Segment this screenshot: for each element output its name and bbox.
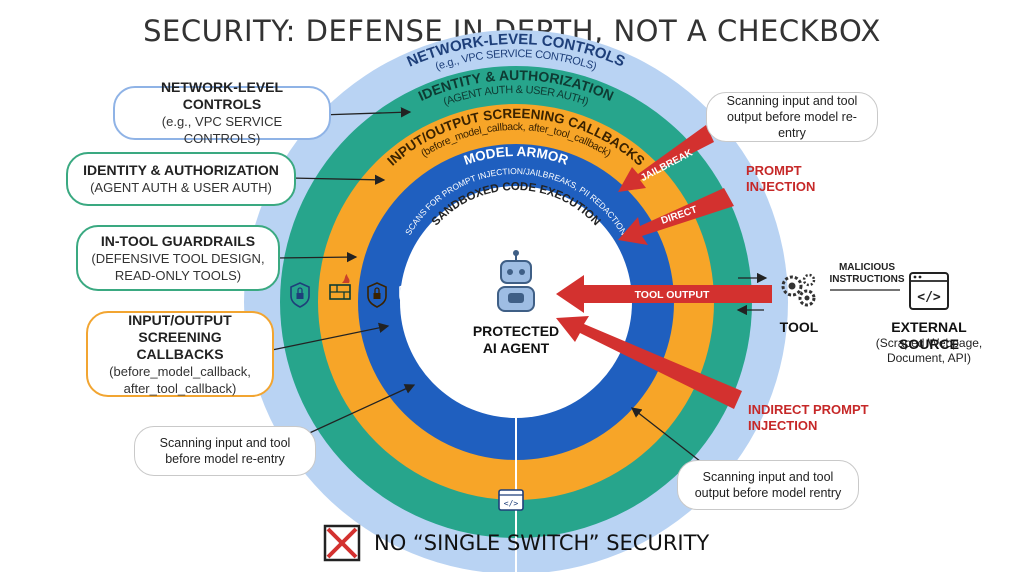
svg-text:</>: </>	[504, 499, 519, 508]
indirect-line2: INJECTION	[748, 418, 818, 433]
robot-icon	[497, 250, 535, 312]
callout-network-title: NETWORK-LEVEL CONTROLS	[160, 79, 284, 112]
callout-io-sub1: (before_model_callback,	[109, 363, 251, 379]
lock-shield-orange-icon	[367, 282, 387, 308]
tool-label: TOOL	[779, 319, 819, 335]
no-checkbox-icon	[323, 524, 361, 562]
callout-identity-sub: (AGENT AUTH & USER AUTH)	[90, 180, 272, 195]
malicious-line2: INSTRUCTIONS	[829, 274, 905, 285]
callout-network: NETWORK-LEVEL CONTROLS (e.g., VPC SERVIC…	[113, 79, 331, 146]
jailbreak-arrow	[618, 125, 714, 192]
indirect-arrow	[556, 316, 742, 409]
indirect-line1: INDIRECT PROMPT	[748, 402, 869, 417]
callout-tool-sub1: (DEFENSIVE TOOL DESIGN,	[91, 250, 265, 266]
callout-io-title2: SCREENING CALLBACKS	[136, 328, 224, 362]
callout-io-title1: INPUT/OUTPUT	[128, 311, 232, 328]
core-label-2: AI AGENT	[483, 340, 550, 356]
note-bottom-right: Scanning input and tool output before mo…	[677, 460, 859, 510]
svg-text:</>: </>	[917, 290, 941, 305]
malicious-line1: MALICIOUS	[838, 262, 896, 273]
callout-tool-sub2: READ-ONLY TOOLS)	[114, 267, 242, 283]
core-label-1: PROTECTED	[473, 323, 559, 339]
tool-output-arrow	[556, 275, 772, 313]
tool-output-label: TOOL OUTPUT	[635, 289, 710, 301]
callout-tool-title: IN-TOOL GUARDRAILS	[100, 232, 256, 249]
external-source-sub: (Scraped Webpage, Document, API)	[862, 336, 996, 366]
gears-icon	[781, 273, 816, 307]
callout-identity-title: IDENTITY & AUTHORIZATION	[83, 162, 279, 178]
external-source-label: EXTERNAL SOURCE	[891, 319, 967, 352]
callout-network-sub: (e.g., VPC SERVICE CONTROLS)	[161, 114, 283, 146]
firewall-icon	[329, 274, 351, 300]
note-top-right: Scanning input and tool output before mo…	[706, 92, 878, 142]
footer-text: NO “SINGLE SWITCH” SECURITY	[374, 531, 710, 555]
note-bottom-left: Scanning input and tool before model re-…	[134, 426, 316, 476]
external-code-icon: </>	[909, 272, 949, 310]
direct-arrow	[618, 188, 734, 245]
callout-io-screening: INPUT/OUTPUT SCREENING CALLBACKS (before…	[86, 311, 274, 397]
malicious-label: MALICIOUS INSTRUCTIONS	[828, 262, 906, 286]
prompt-injection-line2: INJECTION	[746, 179, 816, 194]
footer: NO “SINGLE SWITCH” SECURITY	[322, 521, 709, 565]
callout-tool-guardrails: IN-TOOL GUARDRAILS (DEFENSIVE TOOL DESIG…	[76, 225, 280, 291]
external-sub1: (Scraped Webpage,	[875, 336, 983, 350]
callout-identity: IDENTITY & AUTHORIZATION (AGENT AUTH & U…	[66, 152, 296, 206]
prompt-injection-line1: PROMPT	[746, 163, 802, 178]
indirect-injection-label: INDIRECT PROMPT INJECTION	[748, 402, 869, 434]
check-shield-icon	[399, 282, 419, 308]
callout-io-sub2: after_tool_callback)	[123, 380, 237, 396]
code-window-icon: </>	[498, 489, 524, 511]
lock-shield-icon	[290, 282, 310, 308]
external-sub2: Document, API)	[886, 351, 972, 365]
prompt-injection-label: PROMPT INJECTION	[746, 163, 815, 195]
